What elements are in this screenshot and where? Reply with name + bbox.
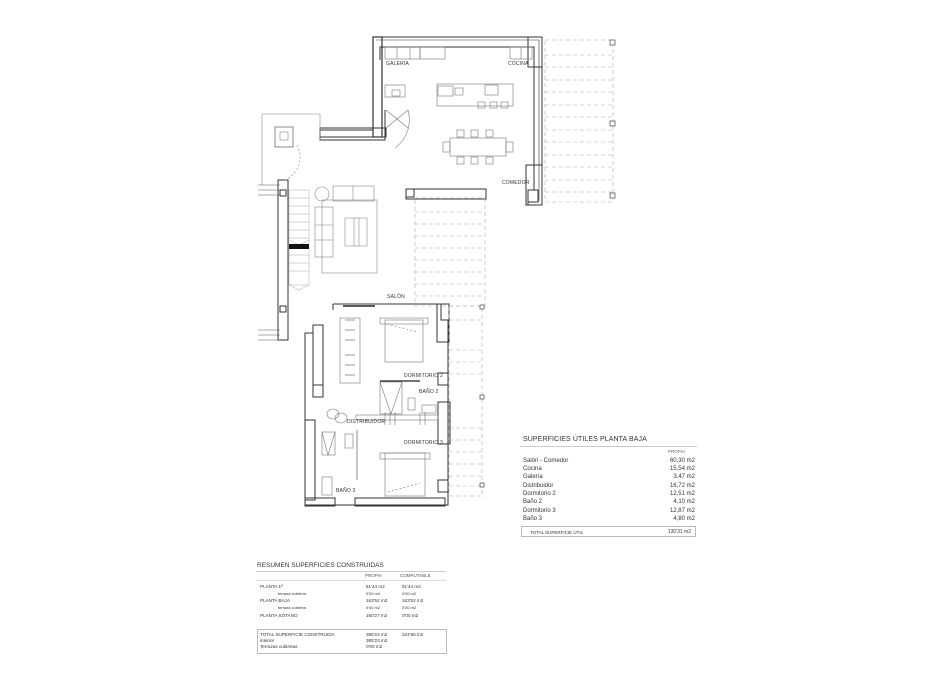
pergola-bedrooms [448, 305, 483, 497]
room-label-dormitorio-2: DORMITORIO 2 [404, 373, 443, 379]
kitchen-furniture [384, 46, 533, 149]
room-label-salon: SALÓN [387, 294, 405, 300]
bath-2-fixtures [355, 380, 439, 425]
room-label-dormitorio-3: DORMITORIO 3 [404, 440, 443, 446]
pergola-kitchen [544, 39, 614, 203]
built-areas-total-box [257, 629, 447, 654]
staircase [288, 189, 310, 291]
column-header-computable: COMPUTABLE [400, 573, 431, 578]
column-header-propia: PROPIA [365, 573, 383, 578]
living-furniture [314, 185, 378, 274]
room-label-bano-3: BAÑO 3 [336, 488, 356, 494]
bath-3-fixtures [321, 408, 358, 496]
stair-band [289, 244, 309, 249]
room-label-bano-2: BAÑO 2 [419, 389, 439, 395]
entry-area [258, 113, 321, 341]
room-label-galeria: GALERÍA [386, 61, 410, 67]
divider [256, 571, 446, 572]
exterior-walls [277, 36, 543, 507]
divider [256, 580, 446, 581]
room-label-comedor: COMEDOR [502, 180, 530, 186]
room-label-cocina: COCINA [508, 61, 529, 67]
bedroom-2-furniture [339, 305, 429, 384]
useful-areas-title: SUPERFICIES ÚTILES PLANTA BAJA [523, 436, 647, 443]
divider [520, 446, 697, 447]
built-areas-title: RESUMEN SUPERFICIES CONSTRUIDAS [257, 562, 384, 569]
room-label-distribuidor: DISTRIBUIDOR [347, 419, 386, 425]
bedroom-3-furniture [379, 452, 431, 497]
column-header-propia: PROPIA [668, 449, 686, 454]
pergola-salon [414, 197, 486, 307]
dining-table [442, 129, 514, 165]
